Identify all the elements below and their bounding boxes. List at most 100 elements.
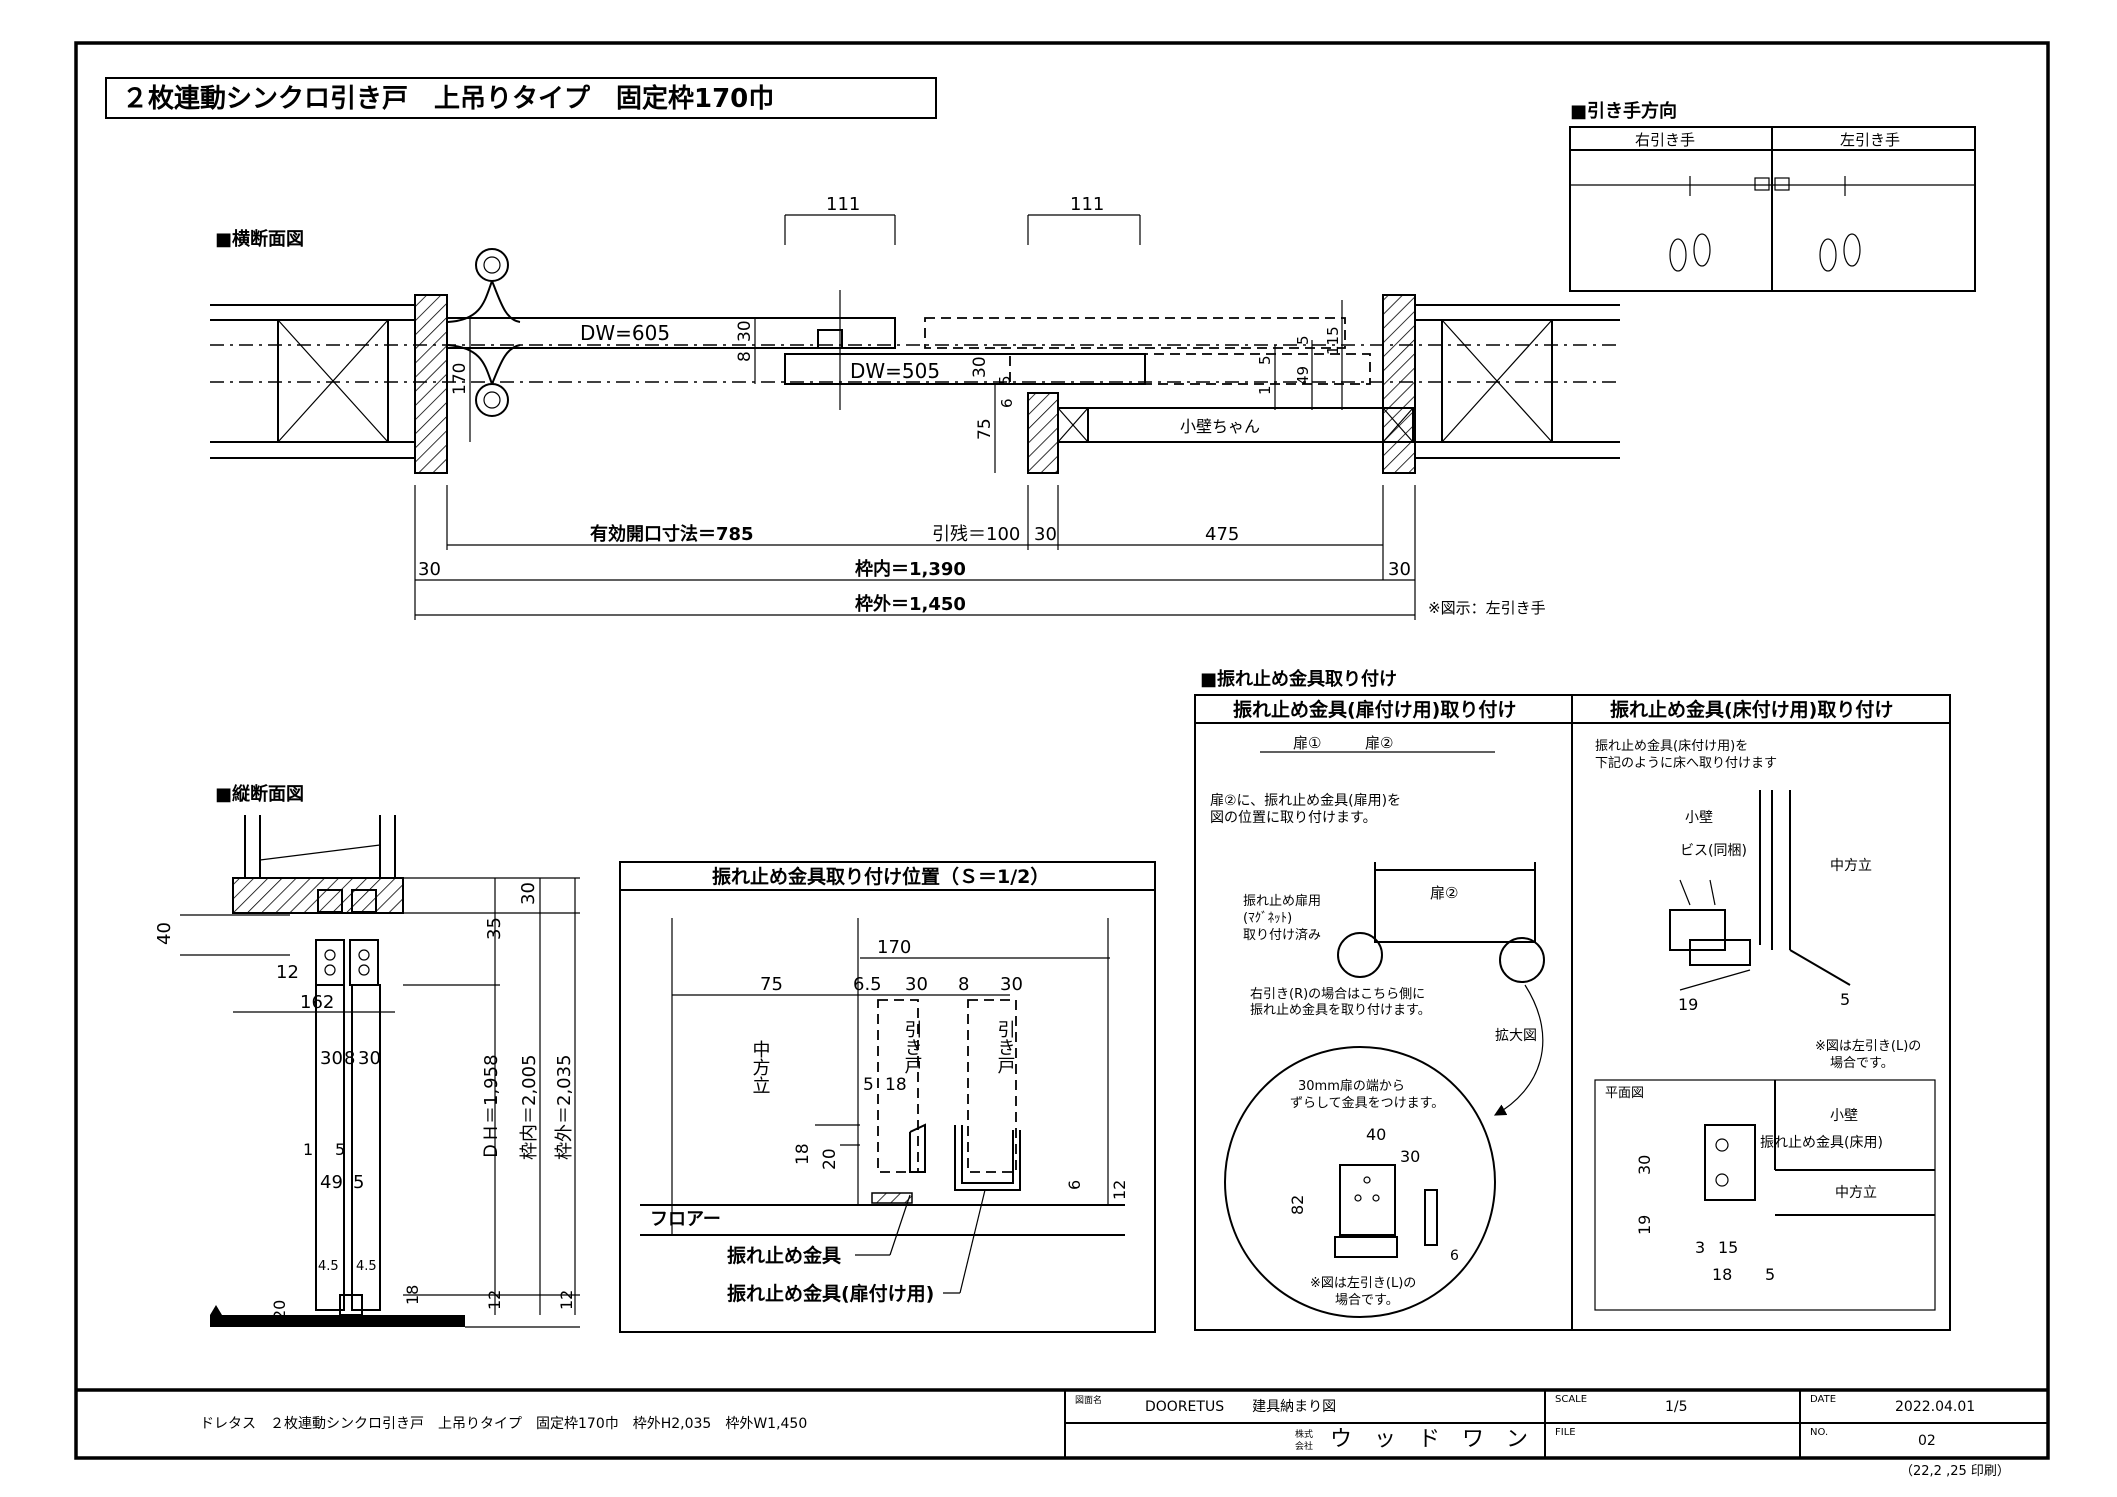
door-605: [446, 317, 896, 349]
svg-text:6: 6: [998, 398, 1016, 408]
svg-text:18: 18: [793, 1143, 813, 1165]
svg-text:6: 6: [1450, 1248, 1459, 1264]
vertical-section: ■縦断面図 40 12 162 30 8 30 1 5 49: [154, 783, 580, 1328]
svg-text:30: 30: [518, 882, 539, 905]
svg-text:30: 30: [418, 559, 441, 580]
svg-text:12: 12: [1110, 1180, 1129, 1200]
svg-text:振れ止め扉用: 振れ止め扉用: [1243, 893, 1321, 909]
svg-text:振れ止め金具: 振れ止め金具: [727, 1244, 841, 1267]
svg-text:30: 30: [358, 1048, 381, 1069]
svg-text:2022.04.01: 2022.04.01: [1895, 1399, 1975, 1415]
svg-text:中方立: 中方立: [1830, 858, 1872, 874]
svg-text:170: 170: [450, 363, 470, 395]
svg-text:5: 5: [335, 1140, 345, 1159]
nakahodate-label: 中方立: [750, 1040, 771, 1094]
svg-text:場合です。: 場合です。: [1335, 1293, 1399, 1308]
svg-text:5: 5: [863, 1075, 874, 1095]
svg-text:75: 75: [975, 418, 995, 440]
svg-text:下記のように床へ取り付けます: 下記のように床へ取り付けます: [1595, 755, 1777, 771]
svg-text:図の位置に取り付けます。: 図の位置に取り付けます。: [1210, 810, 1377, 826]
svg-text:18: 18: [1712, 1265, 1732, 1284]
svg-text:12: 12: [485, 1290, 504, 1310]
svg-text:111: 111: [1070, 194, 1104, 215]
floor-label: フロアー: [650, 1209, 721, 1230]
svg-text:30: 30: [1034, 524, 1057, 545]
left-jamb: [414, 294, 448, 474]
svg-text:5: 5: [996, 375, 1014, 385]
svg-text:19: 19: [1635, 1215, 1654, 1235]
position-heading: 振れ止め金具取り付け位置（Ｓ＝1/2）: [712, 865, 1049, 888]
svg-text:18: 18: [885, 1075, 907, 1095]
title-block: ドレタス ２枚連動シンクロ引き戸 上吊りタイプ 固定枠170巾 枠外H2,035…: [76, 1388, 2048, 1479]
svg-text:枠内＝2,005: 枠内＝2,005: [519, 1054, 540, 1160]
title-box: [105, 77, 937, 119]
svg-text:有効開口寸法＝785: 有効開口寸法＝785: [590, 523, 754, 545]
svg-text:振れ止め金具(扉付け用): 振れ止め金具(扉付け用): [727, 1282, 934, 1305]
svg-text:ビス(同梱): ビス(同梱): [1680, 843, 1747, 859]
svg-text:右引き(R)の場合はこちら側に: 右引き(R)の場合はこちら側に: [1250, 987, 1425, 1002]
handle-bottom-icon: [475, 383, 509, 417]
svg-text:引き戸: 引き戸: [902, 1020, 923, 1074]
direction-left-label: 左引き手: [1840, 131, 1900, 149]
svg-text:扉①: 扉①: [1293, 734, 1321, 752]
svg-text:12: 12: [276, 962, 299, 983]
svg-text:5: 5: [353, 1172, 364, 1193]
svg-text:取り付け済み: 取り付け済み: [1243, 927, 1321, 943]
direction-panel: ■引き手方向 右引き手 左引き手: [1569, 100, 1976, 292]
kokabe-label: 小壁ちゃん: [1180, 417, 1260, 436]
svg-text:6.5: 6.5: [853, 974, 882, 995]
svg-text:枠外＝2,035: 枠外＝2,035: [554, 1054, 575, 1160]
svg-text:5: 5: [1256, 355, 1274, 365]
svg-text:中方立: 中方立: [1835, 1185, 1877, 1201]
svg-text:5: 5: [1294, 335, 1312, 345]
svg-text:枠外＝1,450: 枠外＝1,450: [855, 593, 966, 615]
svg-text:1: 1: [303, 1140, 313, 1159]
svg-text:■振れ止め金具取り付け: ■振れ止め金具取り付け: [1200, 668, 1397, 690]
svg-text:平面図: 平面図: [1605, 1086, 1644, 1101]
svg-text:DATE: DATE: [1810, 1394, 1836, 1405]
svg-text:75: 75: [760, 974, 783, 995]
svg-text:162: 162: [300, 992, 334, 1013]
svg-text:111: 111: [826, 194, 860, 215]
svg-text:30mm扉の端から: 30mm扉の端から: [1298, 1078, 1405, 1094]
svg-text:30: 30: [1388, 559, 1411, 580]
svg-text:4.5: 4.5: [356, 1259, 377, 1274]
svg-text:15: 15: [1718, 1238, 1738, 1257]
svg-text:170: 170: [877, 937, 911, 958]
install-panel: ■振れ止め金具取り付け 振れ止め金具(扉付け用)取り付け 振れ止め金具(床付け用…: [1194, 668, 1951, 1331]
svg-text:20: 20: [270, 1300, 289, 1320]
print-date: （22,2 ,25 印刷）: [1900, 1464, 2010, 1479]
svg-text:4.5: 4.5: [318, 1259, 339, 1274]
svg-text:株式: 株式: [1295, 1428, 1313, 1440]
svg-text:NO.: NO.: [1810, 1427, 1828, 1438]
footprint-icon: [1669, 238, 1687, 272]
section-heading: ■縦断面図: [215, 783, 304, 805]
svg-text:5: 5: [1840, 990, 1850, 1009]
svg-text:8: 8: [958, 974, 969, 995]
svg-text:40: 40: [154, 922, 175, 945]
title-block-desc: ドレタス ２枚連動シンクロ引き戸 上吊りタイプ 固定枠170巾 枠外H2,035…: [200, 1416, 807, 1432]
svg-text:30: 30: [1400, 1147, 1420, 1166]
svg-text:振れ止め金具を取り付けます。: 振れ止め金具を取り付けます。: [1250, 1002, 1431, 1018]
svg-text:※図は左引き(L)の: ※図は左引き(L)の: [1815, 1039, 1921, 1054]
svg-text:ＤＨ＝1,958: ＤＨ＝1,958: [481, 1054, 502, 1160]
svg-text:ずらして金具をつけます。: ずらして金具をつけます。: [1290, 1095, 1444, 1111]
svg-text:小壁: 小壁: [1685, 810, 1713, 826]
svg-text:30: 30: [1000, 974, 1023, 995]
svg-text:FILE: FILE: [1555, 1427, 1576, 1438]
svg-text:※図は左引き(L)の: ※図は左引き(L)の: [1310, 1276, 1416, 1291]
svg-text:49: 49: [1294, 366, 1312, 385]
svg-text:3: 3: [1695, 1238, 1705, 1257]
svg-text:(ﾏｸﾞﾈｯﾄ): (ﾏｸﾞﾈｯﾄ): [1243, 911, 1292, 926]
svg-text:扉②: 扉②: [1430, 884, 1458, 902]
plan-section: ■横断面図 DW=605 DW=5: [210, 194, 1620, 620]
small-wall-jamb: [1027, 392, 1059, 474]
floor: [210, 1315, 465, 1327]
svg-text:19: 19: [1678, 995, 1698, 1014]
svg-text:115: 115: [1324, 326, 1342, 355]
svg-text:1/5: 1/5: [1665, 1399, 1688, 1415]
svg-text:図面名: 図面名: [1075, 1394, 1102, 1406]
svg-text:40: 40: [1366, 1125, 1386, 1144]
svg-text:■引き手方向: ■引き手方向: [1570, 100, 1677, 122]
svg-text:8: 8: [344, 1048, 355, 1069]
